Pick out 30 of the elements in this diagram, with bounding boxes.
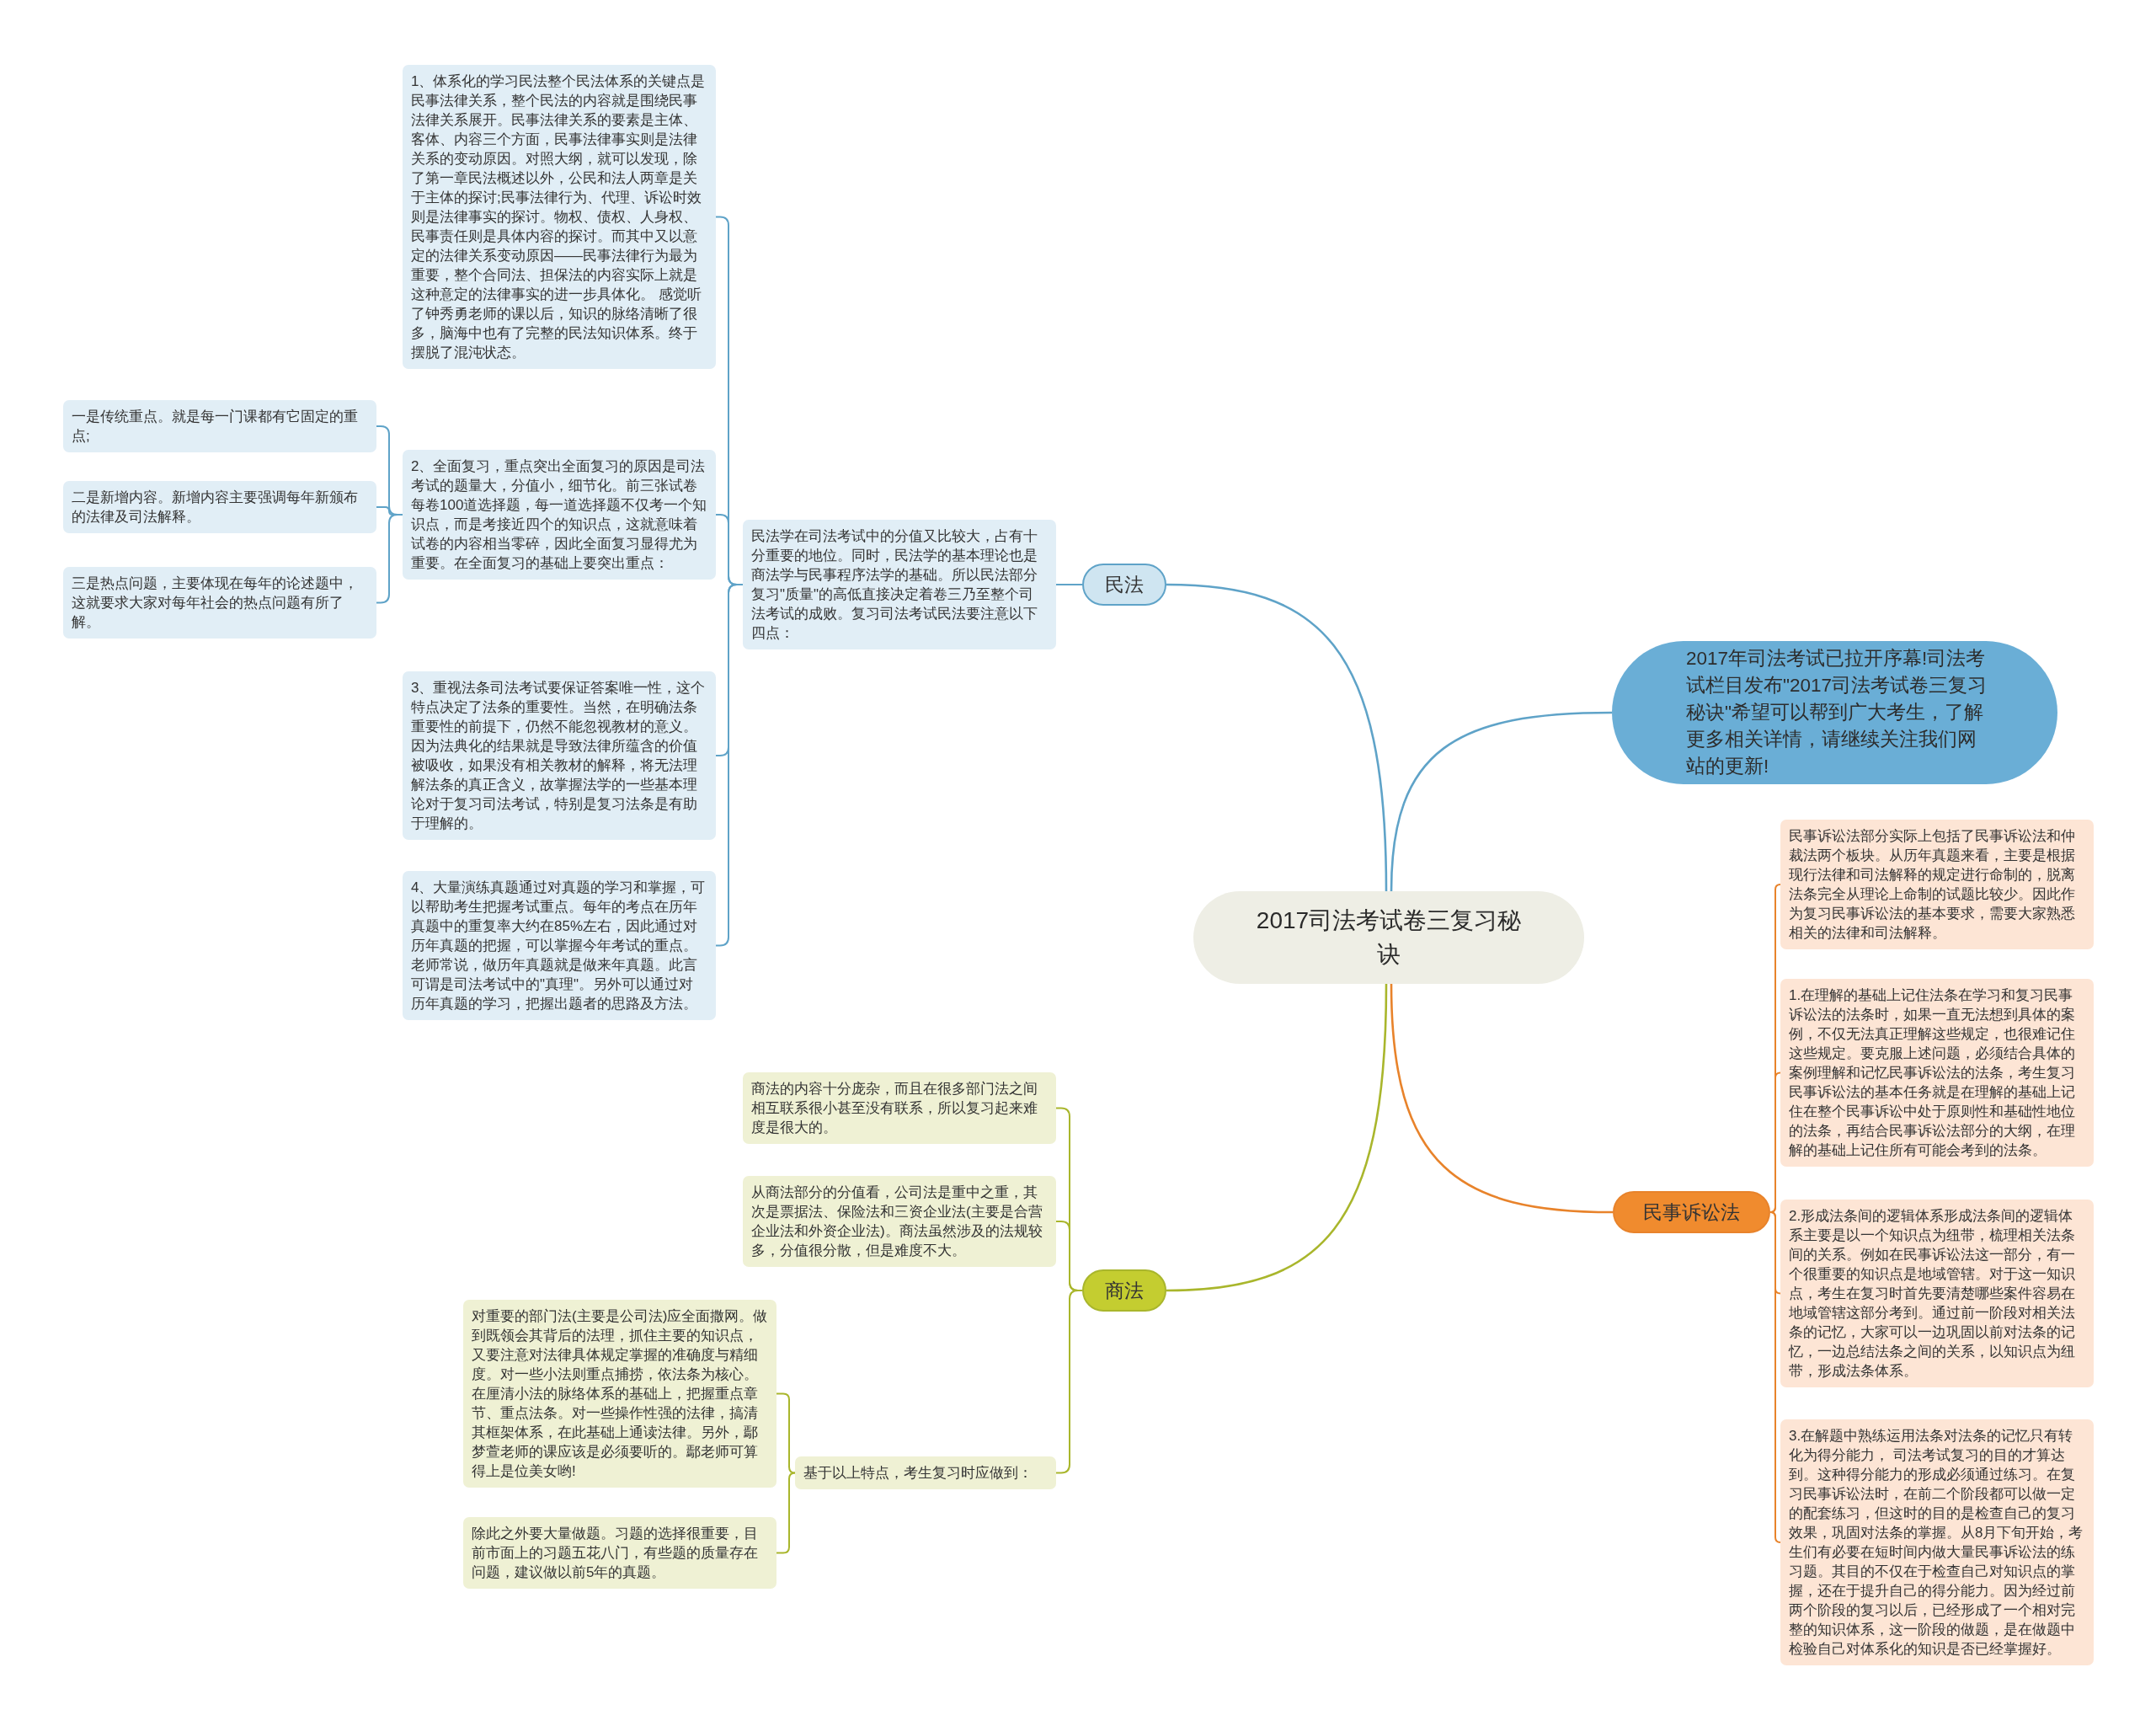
- note-box: 2、全面复习，重点突出全面复习的原因是司法考试的题量大，分值小，细节化。前三张试卷每卷100道选择题，每一道选择题不仅考一个知识点，而是考接近四个的知识点，这就意味着试卷的内容相当零碎，因此全面复习显得尤为重要。在全面复习的基础上要突出重点：: [403, 450, 716, 580]
- note-box: 3、重视法条司法考试要保证答案唯一性，这个特点决定了法条的重要性。当然，在明确法条重要性的前提下，仍然不能忽视教材的意义。因为法典化的结果就是导致法律所蕴含的价值被吸收，如果没有相关教材的解释，将无法理解法条的真正含义，故掌握法学的一些基本理论对于复习司法考试，特别是复习法条是有助于理解的。: [403, 671, 716, 840]
- note-box: 一是传统重点。就是每一门课都有它固定的重点;: [63, 400, 376, 452]
- connector-line: [1166, 983, 1388, 1292]
- note-box: 三是热点问题，主要体现在每年的论述题中，这就要求大家对每年社会的热点问题有所了解。: [63, 567, 376, 639]
- note-box: 民事诉讼法部分实际上包括了民事诉讼法和仲裁法两个板块。从历年真题来看，主要是根据现行法律和司法解释的规定进行命制的，脱离法条完全从理论上命制的试题比较少。因此作为复习民事诉讼法的基本要求，需要大家熟悉相关的法律和司法解释。: [1780, 820, 2094, 949]
- branch-topic: 商法: [1082, 1269, 1166, 1312]
- intro-bubble: 2017年司法考试已拉开序幕!司法考试栏目发布"2017司法考试卷三复习秘诀"希望可以帮到广大考生，了解更多相关详情，请继续关注我们网站的更新!: [1612, 641, 2057, 784]
- connector-line: [776, 1392, 796, 1474]
- note-box: 民法学在司法考试中的分值又比较大，占有十分重要的地位。同时，民法学的基本理论也是商法学与民事程序法学的基础。所以民法部分复习"质量"的高低直接决定着卷三乃至整个司法考试的成败。复习司法考试民法要注意以下四点：: [743, 520, 1056, 649]
- connector-line: [1769, 1211, 1781, 1543]
- note-box: 对重要的部门法(主要是公司法)应全面撒网。做到既领会其背后的法理，抓住主要的知识点，又要注意对法律具体规定掌握的准确度与精细度。对一些小法则重点捕捞，依法条为核心。在厘清小法的脉络体系的基础上，把握重点章节、重点法条。对一些操作性强的法律，搞清其框架体系，在此基础上通读法律。另外，鄢梦萱老师的课应该是必须要听的。鄢老师可算得上是位美女哟!: [463, 1300, 776, 1488]
- note-box: 从商法部分的分值看，公司法是重中之重，其次是票据法、保险法和三资企业法(主要是合营企业法和外资企业法)。商法虽然涉及的法规较多，分值很分散，但是难度不大。: [743, 1176, 1056, 1267]
- central-topic: 2017司法考试卷三复习秘诀: [1193, 891, 1584, 984]
- note-box: 1、体系化的学习民法整个民法体系的关键点是民事法律关系，整个民法的内容就是围绕民事法律关系展开。民事法律关系的要素是主体、客体、内容三个方面，民事法律事实则是法律关系的变动原因。对照大纲，就可以发现，除了第一章民法概述以外，公民和法人两章是关于主体的探讨;民事法律行为、代理、诉讼时效则是法律事实的探讨。物权、债权、人身权、民事责任则是具体内容的探讨。而其中又以意定的法律关系变动原因——民事法律行为最为重要，整个合同法、担保法的内容实际上就是这种意定的法律事实的进一步具体化。 感觉听了钟秀勇老师的课以后，知识的脉络清晰了很多，脑海中也有了完整的民法知识体系。终于摆脱了混沌状态。: [403, 65, 716, 369]
- note-box: 4、大量演练真题通过对真题的学习和掌握，可以帮助考生把握考试重点。每年的考点在历年真题中的重复率大约在85%左右，因此通过对历年真题的把握，可以掌握今年考试的重点。老师常说，做历年真题就是做来年真题。此言可谓是司法考试中的"真理"。另外可以通过对历年真题的学习，把握出题者的思路及方法。: [403, 871, 716, 1020]
- note-box: 除此之外要大量做题。习题的选择很重要，目前市面上的习题五花八门，有些题的质量存在问题，建议做以前5年的真题。: [463, 1517, 776, 1589]
- connector-line: [1390, 711, 1613, 892]
- branch-topic: 民法: [1082, 564, 1166, 606]
- note-box: 3.在解题中熟练运用法条对法条的记忆只有转化为得分能力， 司法考试复习的目的才算达到。这种得分能力的形成必须通过练习。在复习民事诉讼法时，在前二个阶段都可以做一定的配套练习，但这时的目的是检查自己的复习效果，巩固对法条的掌握。从8月下旬开始，考生们有必要在短时间内做大量民事诉讼法的练习题。其目的不仅在于检查自己对知识点的掌握，还在于提升自己的得分能力。因为经过前两个阶段的复习以后，已经形成了一个相对完整的知识体系，这一阶段的做题，是在做题中检验自己对体系化的知识是否已经掌握好。: [1780, 1419, 2094, 1665]
- connector-line: [1055, 584, 1083, 585]
- connector-line: [776, 1472, 796, 1554]
- connector-line: [1390, 983, 1614, 1214]
- branch-topic: 民事诉讼法: [1613, 1191, 1770, 1233]
- connector-line: [1166, 583, 1388, 892]
- note-box: 2.形成法条间的逻辑体系形成法条间的逻辑体系主要是以一个知识点为纽带，梳理相关法条间的关系。例如在民事诉讼法这一部分，有一个很重要的知识点是地域管辖。对于这一知识点，考生在复习时首先要清楚哪些案件容易在地域管辖这部分考到。通过前一阶段对相关法条的记忆，大家可以一边巩固以前对法条的记忆，一边总结法条之间的关系，以知识点为纽带，形成法条体系。: [1780, 1200, 2094, 1387]
- note-box: 二是新增内容。新增内容主要强调每年新颁布的法律及司法解释。: [63, 481, 376, 533]
- note-box: 商法的内容十分庞杂，而且在很多部门法之间相互联系很小甚至没有联系，所以复习起来难度是很大的。: [743, 1072, 1056, 1144]
- note-box: 1.在理解的基础上记住法条在学习和复习民事诉讼法的法条时，如果一直无法想到具体的案例，不仅无法真正理解这些规定，也很难记住这些规定。要克服上述问题，必须结合具体的案例理解和记忆民事诉讼法的法条，考生复习民事诉讼法的基本任务就是在理解的基础上记住在整个民事诉讼中处于原则性和基础性地位的法条，再结合民事诉讼法部分的大纲，在理解的基础上记住所有可能会考到的法条。: [1780, 979, 2094, 1167]
- note-box: 基于以上特点，考生复习时应做到：: [795, 1456, 1056, 1489]
